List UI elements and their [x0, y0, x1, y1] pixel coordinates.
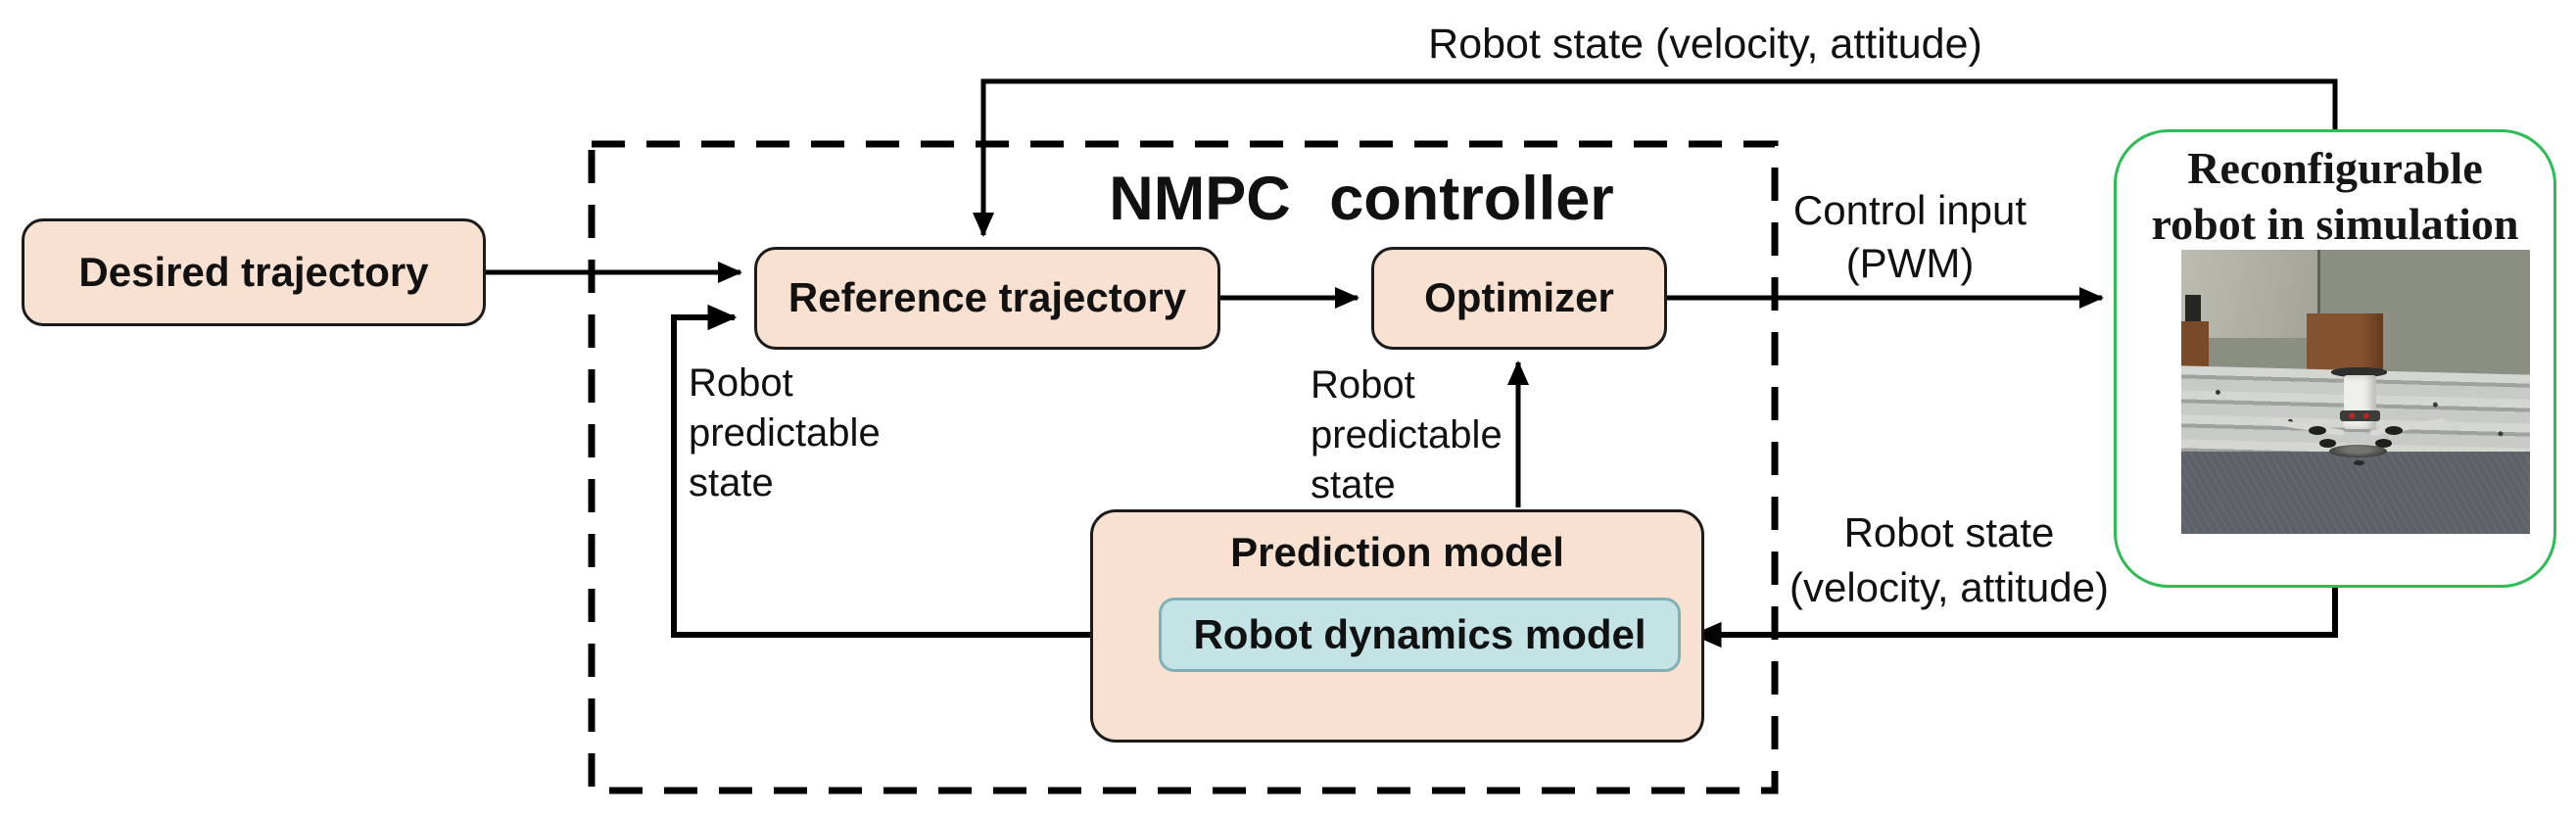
robot-base-ring: [2329, 444, 2388, 457]
desired-trajectory-label: Desired trajectory: [78, 248, 429, 295]
robot-foot: [2354, 459, 2364, 466]
robot-predictable-state-right-label: Robot predictable state: [1311, 363, 1503, 506]
sim-floor: [2181, 451, 2530, 534]
robot-sensor-band: [2339, 409, 2380, 422]
reference-trajectory-label: Reference trajectory: [787, 274, 1187, 321]
robot-top-cap: [2331, 367, 2388, 378]
desired-trajectory-box: Desired trajectory: [22, 218, 486, 326]
bottom-robot-state-label: Robot state (velocity, attitude): [1789, 509, 2109, 610]
top-robot-state-label: Robot state (velocity, attitude): [1428, 21, 1982, 68]
nmpc-controller-title: NMPC controller: [1109, 165, 1614, 233]
reference-trajectory-box: Reference trajectory: [754, 247, 1220, 350]
simulation-image: [2181, 250, 2530, 534]
robot-dynamics-model-box: Robot dynamics model: [1159, 598, 1681, 672]
robot-rotor: [2385, 425, 2404, 436]
robot-dynamics-model-label: Robot dynamics model: [1193, 610, 1646, 657]
sim-crate-small: [2181, 320, 2210, 372]
optimizer-label: Optimizer: [1424, 274, 1614, 321]
robot-rotor: [2374, 438, 2393, 449]
control-input-label: Control input (PWM): [1792, 187, 2027, 286]
prediction-model-label: Prediction model: [1230, 529, 1564, 575]
robot-rotor: [2318, 438, 2337, 449]
sim-crate-large: [2307, 313, 2384, 377]
reconfigurable-robot-title: Reconfigurable robot in simulation: [2151, 143, 2519, 249]
optimizer-box: Optimizer: [1371, 247, 1667, 350]
robot-rotor: [2308, 425, 2326, 436]
robot-predictable-state-left-label: Robot predictable state: [689, 361, 881, 504]
